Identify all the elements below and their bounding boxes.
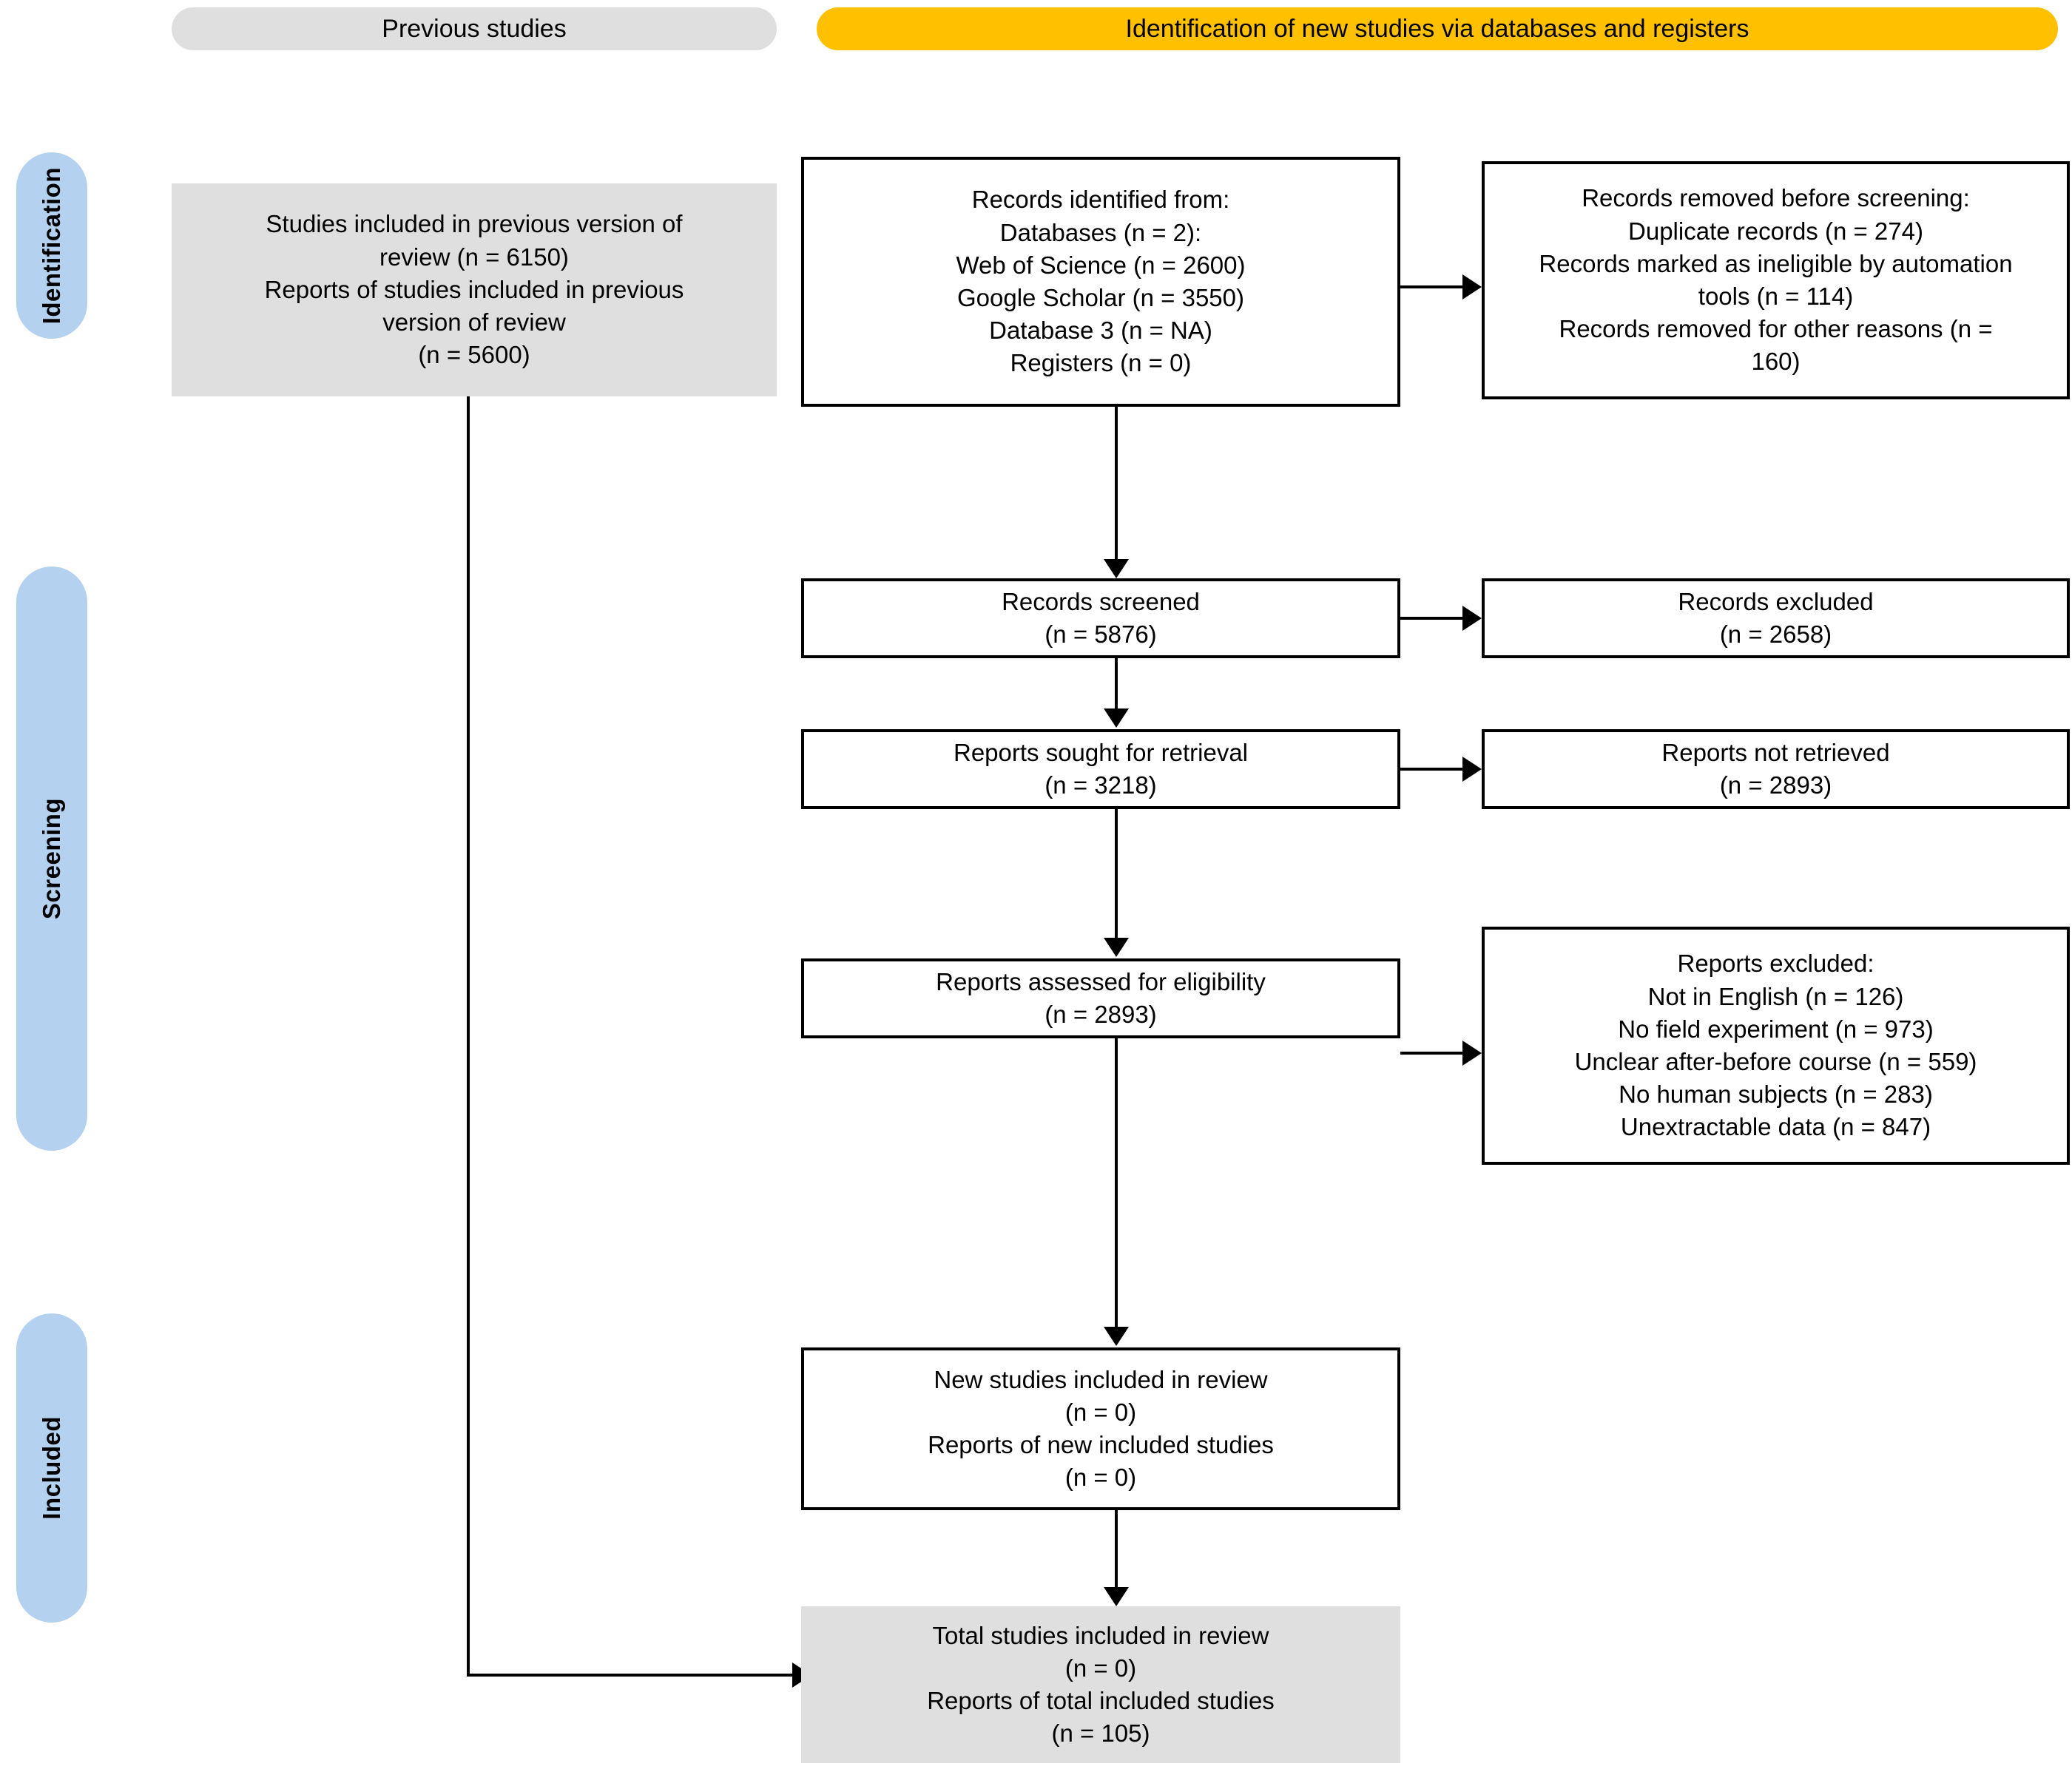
text-line: Records removed for other reasons (n = <box>1559 315 1993 343</box>
connector-new-to-total-included <box>1115 1510 1118 1589</box>
text-line: Studies included in previous version of <box>266 210 683 238</box>
stage-tab-included-label: Included <box>38 1416 65 1520</box>
stage-tab-included: Included <box>16 1313 87 1623</box>
box-reports-not-retrieved: Reports not retrieved (n = 2893) <box>1482 729 2070 809</box>
arrowhead-sought-to-assessed <box>1104 938 1129 957</box>
text-line: tools (n = 114) <box>1698 283 1854 310</box>
arrowhead-screened-to-sought <box>1104 708 1129 728</box>
box-reports-assessed: Reports assessed for eligibility (n = 28… <box>801 958 1400 1038</box>
connector-previous-to-total-vertical <box>467 396 470 1677</box>
connector-screened-to-excluded <box>1400 617 1462 620</box>
text-line: Records screened <box>1002 587 1200 615</box>
box-reports-assessed-text: Reports assessed for eligibility (n = 28… <box>814 966 1387 1031</box>
text-line: (n = 5876) <box>1045 620 1157 648</box>
box-records-identified-text: Records identified from: Databases (n = … <box>814 183 1387 379</box>
box-new-studies-included: New studies included in review (n = 0) R… <box>801 1347 1400 1510</box>
text-line: New studies included in review <box>934 1365 1268 1393</box>
text-line: (n = 105) <box>1051 1719 1150 1748</box>
text-line: Duplicate records (n = 274) <box>1628 217 1923 245</box>
stage-tab-identification: Identification <box>16 152 87 339</box>
text-line: (n = 2893) <box>1719 771 1832 799</box>
text-line: version of review <box>382 308 566 336</box>
stage-tab-identification-label: Identification <box>38 166 65 325</box>
box-records-removed-text: Records removed before screening: Duplic… <box>1495 182 2056 378</box>
text-line: Reports assessed for eligibility <box>936 967 1266 995</box>
text-line: (n = 5600) <box>418 341 530 369</box>
text-line: Reports excluded: <box>1677 950 1874 978</box>
text-line: No field experiment (n = 973) <box>1618 1015 1934 1043</box>
stage-tab-screening: Screening <box>16 566 87 1151</box>
box-reports-excluded-text: Reports excluded: Not in English (n = 12… <box>1495 947 2056 1143</box>
box-reports-sought: Reports sought for retrieval (n = 3218) <box>801 729 1400 809</box>
arrowhead-identified-to-removed <box>1462 274 1482 300</box>
text-line: (n = 2893) <box>1045 1001 1157 1028</box>
box-records-identified: Records identified from: Databases (n = … <box>801 157 1400 407</box>
text-line: Database 3 (n = NA) <box>989 317 1212 345</box>
text-line: Google Scholar (n = 3550) <box>957 284 1244 311</box>
text-line: Not in English (n = 126) <box>1647 982 1904 1010</box>
text-line: Reports of studies included in previous <box>264 275 684 303</box>
connector-previous-to-total-horizontal <box>467 1674 792 1677</box>
text-line: Total studies included in review <box>932 1621 1269 1649</box>
text-line: review (n = 6150) <box>379 243 569 271</box>
text-line: No human subjects (n = 283) <box>1619 1080 1933 1109</box>
connector-sought-to-assessed <box>1115 809 1118 939</box>
text-line: 160) <box>1751 348 1801 376</box>
text-line: (n = 0) <box>1064 1654 1137 1682</box>
arrowhead-screened-to-excluded <box>1462 606 1482 631</box>
text-line: Records identified from: <box>971 186 1230 214</box>
box-new-studies-included-text: New studies included in review (n = 0) R… <box>814 1364 1387 1495</box>
connector-identified-to-removed <box>1400 285 1462 288</box>
text-line: (n = 3218) <box>1045 771 1157 799</box>
connector-sought-to-not-retrieved <box>1400 768 1462 771</box>
box-reports-excluded: Reports excluded: Not in English (n = 12… <box>1482 927 2070 1165</box>
arrowhead-sought-to-not-retrieved <box>1462 757 1482 782</box>
text-line: Reports of total included studies <box>927 1687 1275 1714</box>
text-line: Registers (n = 0) <box>1010 349 1192 377</box>
box-previous-included-studies: Studies included in previous version of … <box>172 183 777 396</box>
connector-identified-to-screened <box>1115 407 1118 561</box>
arrowhead-assessed-to-new-included <box>1104 1327 1129 1346</box>
box-total-studies-included-text: Total studies included in review (n = 0)… <box>811 1620 1390 1751</box>
header-previous-studies-label: Previous studies <box>382 14 567 43</box>
text-line: Databases (n = 2): <box>999 218 1202 246</box>
box-reports-sought-text: Reports sought for retrieval (n = 3218) <box>814 737 1387 802</box>
box-records-removed: Records removed before screening: Duplic… <box>1482 161 2070 399</box>
header-identification-new-studies-label: Identification of new studies via databa… <box>1125 14 1749 43</box>
text-line: Records excluded <box>1678 587 1874 615</box>
text-line: Reports sought for retrieval <box>953 738 1248 766</box>
arrowhead-new-to-total-included <box>1104 1587 1129 1606</box>
text-line: Unclear after-before course (n = 559) <box>1574 1048 1977 1075</box>
box-records-excluded-text: Records excluded (n = 2658) <box>1495 586 2056 651</box>
connector-assessed-to-excluded <box>1400 1052 1462 1055</box>
arrowhead-assessed-to-excluded <box>1462 1041 1482 1066</box>
header-identification-new-studies: Identification of new studies via databa… <box>817 7 2058 50</box>
stage-tab-screening-label: Screening <box>38 797 65 920</box>
text-line: (n = 0) <box>1064 1464 1137 1492</box>
text-line: Reports of new included studies <box>928 1431 1274 1458</box>
text-line: Records marked as ineligible by automati… <box>1539 249 2013 277</box>
text-line: Unextractable data (n = 847) <box>1620 1113 1931 1141</box>
arrowhead-identified-to-screened <box>1104 559 1129 578</box>
box-records-excluded: Records excluded (n = 2658) <box>1482 578 2070 658</box>
text-line: Records removed before screening: <box>1582 184 1970 212</box>
connector-screened-to-sought <box>1115 658 1118 710</box>
box-records-screened-text: Records screened (n = 5876) <box>814 586 1387 651</box>
text-line: Reports not retrieved <box>1661 738 1890 766</box>
box-reports-not-retrieved-text: Reports not retrieved (n = 2893) <box>1495 737 2056 802</box>
text-line: (n = 2658) <box>1719 620 1832 648</box>
text-line: Web of Science (n = 2600) <box>956 251 1246 279</box>
box-total-studies-included: Total studies included in review (n = 0)… <box>801 1606 1400 1763</box>
box-records-screened: Records screened (n = 5876) <box>801 578 1400 658</box>
text-line: (n = 0) <box>1064 1398 1137 1426</box>
box-previous-included-studies-text: Studies included in previous version of … <box>182 208 766 371</box>
header-previous-studies: Previous studies <box>172 7 777 50</box>
connector-assessed-to-new-included <box>1115 1038 1118 1328</box>
